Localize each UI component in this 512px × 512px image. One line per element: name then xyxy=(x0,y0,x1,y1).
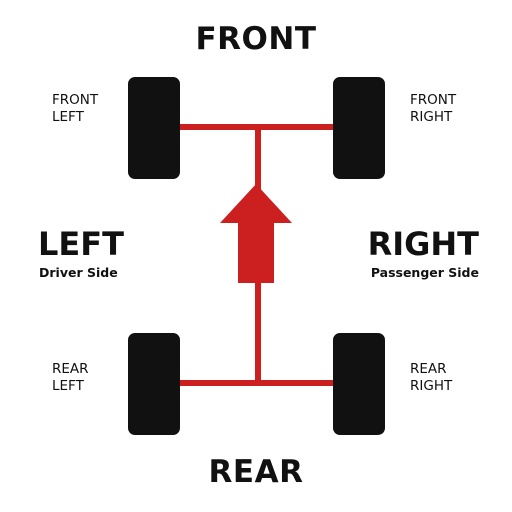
tire-front-right xyxy=(333,77,385,179)
wheel-label-front-right: FRONT RIGHT xyxy=(410,92,456,126)
wheel-label-line: FRONT xyxy=(52,92,99,108)
wheel-label-line: FRONT xyxy=(410,92,457,108)
right-side-subtitle: Passenger Side xyxy=(370,265,479,280)
tire-rear-left xyxy=(128,333,180,435)
right-side-title: RIGHT xyxy=(367,225,479,263)
wheel-label-line: RIGHT xyxy=(410,109,453,125)
front-heading: FRONT xyxy=(195,21,317,57)
wheel-label-line: RIGHT xyxy=(410,378,453,394)
wheel-label-line: REAR xyxy=(52,361,89,377)
left-side-subtitle: Driver Side xyxy=(39,265,118,280)
wheel-label-front-left: FRONT LEFT xyxy=(52,92,98,126)
left-side-title: LEFT xyxy=(38,225,124,263)
tire-front-left xyxy=(128,77,180,179)
wheel-label-line: LEFT xyxy=(52,109,84,125)
wheel-label-line: REAR xyxy=(410,361,447,377)
rear-heading: REAR xyxy=(208,454,304,490)
tires xyxy=(128,77,385,435)
arrow-up-icon xyxy=(220,184,292,283)
tire-rear-right xyxy=(333,333,385,435)
wheel-label-rear-right: REAR RIGHT xyxy=(410,361,452,395)
wheel-label-line: LEFT xyxy=(52,378,84,394)
wheel-label-rear-left: REAR LEFT xyxy=(52,361,89,395)
